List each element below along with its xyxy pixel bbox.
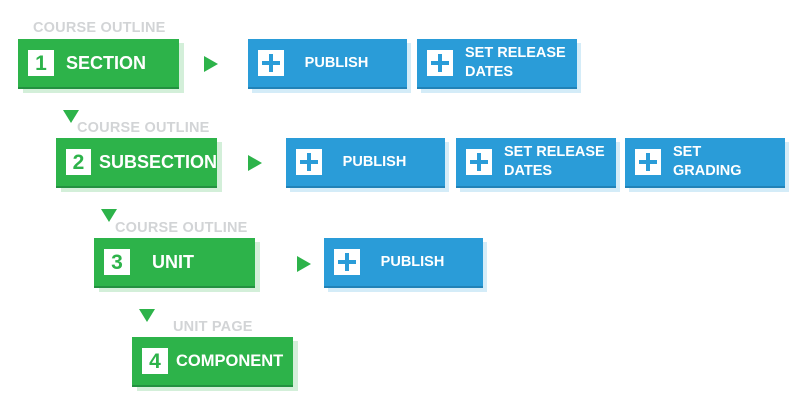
level-2-caption: COURSE OUTLINE <box>77 120 210 136</box>
level-1-caption: COURSE OUTLINE <box>33 20 166 36</box>
arrow-right-icon <box>297 256 311 272</box>
level-2-number-badge: 2 <box>66 149 91 175</box>
unit-publish-label: PUBLISH <box>380 253 445 270</box>
plus-icon <box>296 149 322 175</box>
plus-icon <box>466 149 492 175</box>
plus-icon <box>258 50 284 76</box>
arrow-down-icon <box>101 209 117 222</box>
arrow-down-icon <box>63 110 79 123</box>
level-1-number-badge: 1 <box>28 50 54 76</box>
plus-icon <box>635 149 661 175</box>
arrow-down-icon <box>139 309 155 322</box>
plus-icon <box>334 249 360 275</box>
level-2-label: SUBSECTION <box>98 151 217 172</box>
subsection-publish-label: PUBLISH <box>342 153 407 170</box>
level-3-label: UNIT <box>152 251 194 272</box>
level-4-caption: UNIT PAGE <box>173 319 253 335</box>
level-4-label: COMPONENT <box>176 351 284 370</box>
subsection-set-grading-button[interactable]: SET GRADING <box>625 138 785 188</box>
unit-publish-button[interactable]: PUBLISH <box>324 238 483 288</box>
subsection-set-grading-label: SET GRADING <box>673 144 742 179</box>
level-3-unit-box: 3 UNIT <box>94 238 255 288</box>
level-4-component-box: 4 COMPONENT <box>132 337 293 387</box>
section-publish-label: PUBLISH <box>304 54 369 71</box>
arrow-right-icon <box>248 155 262 171</box>
section-publish-button[interactable]: PUBLISH <box>248 39 407 89</box>
section-set-release-dates-label: SET RELEASE DATES <box>465 45 566 80</box>
subsection-publish-button[interactable]: PUBLISH <box>286 138 445 188</box>
level-1-label: SECTION <box>66 52 147 73</box>
section-set-release-dates-button[interactable]: SET RELEASE DATES <box>417 39 577 89</box>
level-2-subsection-box: 2 SUBSECTION <box>56 138 217 188</box>
arrow-right-icon <box>204 56 218 72</box>
subsection-set-release-dates-button[interactable]: SET RELEASE DATES <box>456 138 616 188</box>
plus-icon <box>427 50 453 76</box>
level-4-number-badge: 4 <box>142 348 168 374</box>
level-1-section-box: 1 SECTION <box>18 39 179 89</box>
level-3-number-badge: 3 <box>104 249 130 275</box>
subsection-set-release-dates-label: SET RELEASE DATES <box>504 144 605 179</box>
level-3-caption: COURSE OUTLINE <box>115 220 248 236</box>
